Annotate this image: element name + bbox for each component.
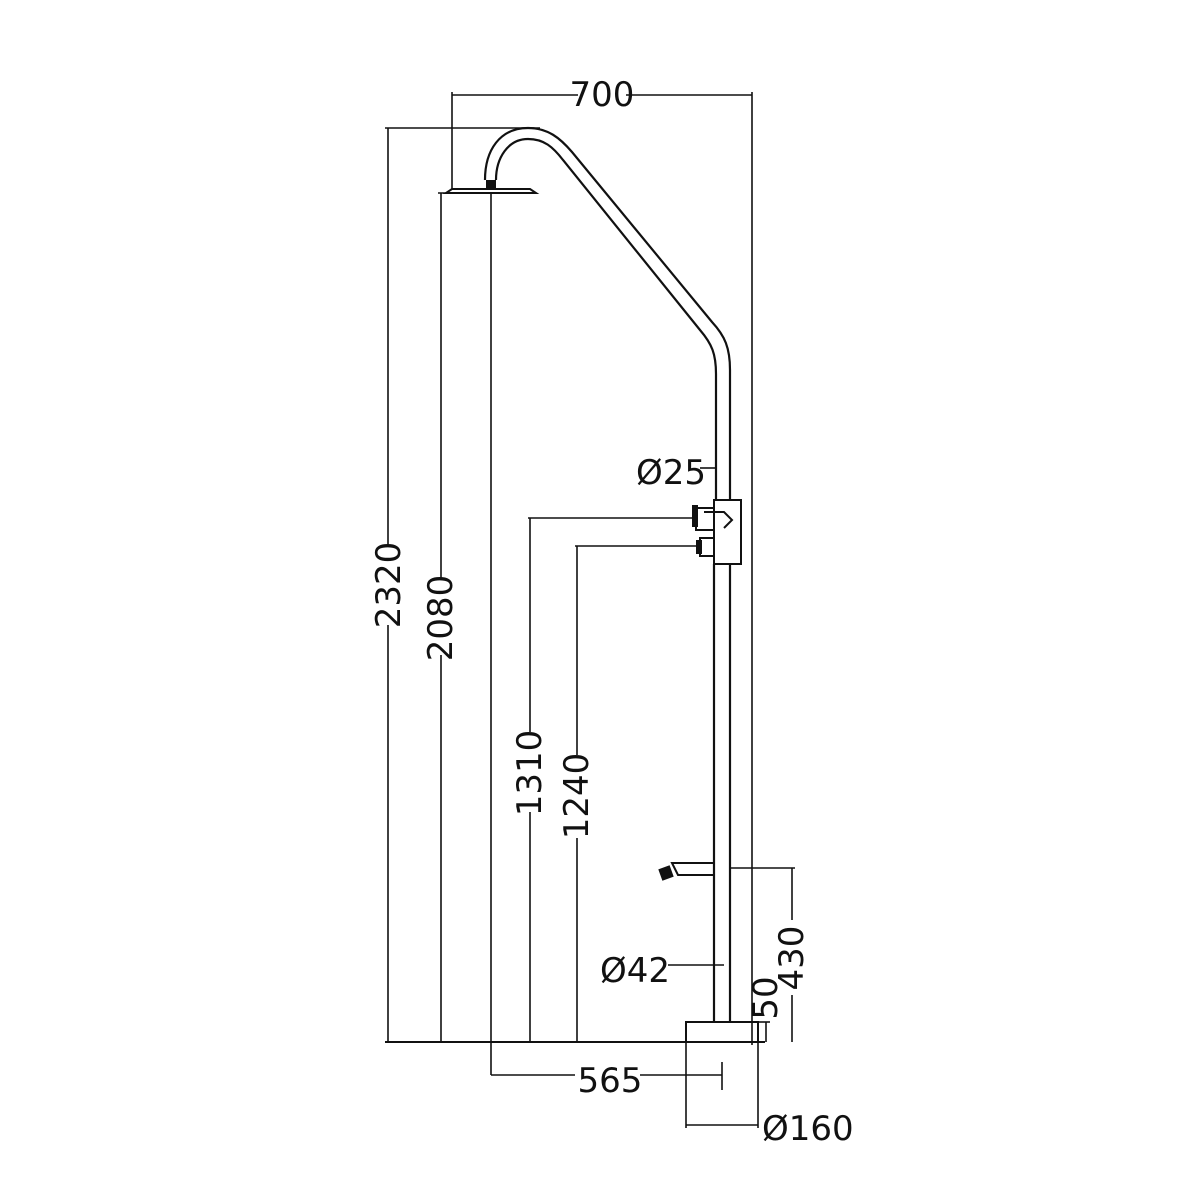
base-diameter-dimension: Ø160 (685, 1042, 854, 1149)
width-label: 700 (570, 75, 635, 115)
mixer-lower-knob (696, 540, 702, 554)
mixer-body (713, 499, 742, 565)
shower-column: Ø25 (442, 126, 759, 1075)
head-projection-dimension: 565 (491, 1061, 723, 1101)
base-height-label: 50 (746, 976, 786, 1019)
foot-tap-nozzle (658, 865, 674, 881)
foot-tap-height-dimension: 430 (730, 867, 812, 1042)
head-height-dimension: 2080 (421, 192, 470, 1042)
overall-height-dimension: 2320 (369, 127, 540, 1042)
base-height-dimension: 50 (746, 976, 786, 1042)
base-plate (685, 1021, 759, 1043)
lower-outlet-height-dimension: 1240 (557, 545, 696, 1042)
mixer-lever (704, 511, 734, 529)
upper-outlet-label: 1310 (510, 730, 550, 817)
base-diameter-label: Ø160 (762, 1109, 854, 1149)
gooseneck-outer (483, 126, 732, 500)
upper-outlet-height-dimension: 1310 (510, 517, 696, 1042)
width-dimension: 700 (451, 75, 753, 1045)
lower-pipe-diameter: Ø42 (600, 951, 724, 991)
gooseneck-inner (494, 137, 718, 500)
showerhead-disc (442, 188, 540, 194)
lower-outlet-label: 1240 (557, 753, 597, 840)
showerhead-connector (486, 180, 496, 189)
foot-tap-height-label: 430 (772, 926, 812, 991)
overall-height-label: 2320 (369, 542, 409, 629)
head-projection-label: 565 (578, 1061, 643, 1101)
lower-pipe-diameter-label: Ø42 (600, 951, 670, 991)
mixer-lower-outlet (699, 537, 715, 557)
upper-pipe-diameter-label: Ø25 (636, 453, 706, 493)
foot-tap-arm (670, 862, 715, 876)
head-height-label: 2080 (421, 575, 461, 662)
mixer-upper-handle (692, 505, 698, 527)
